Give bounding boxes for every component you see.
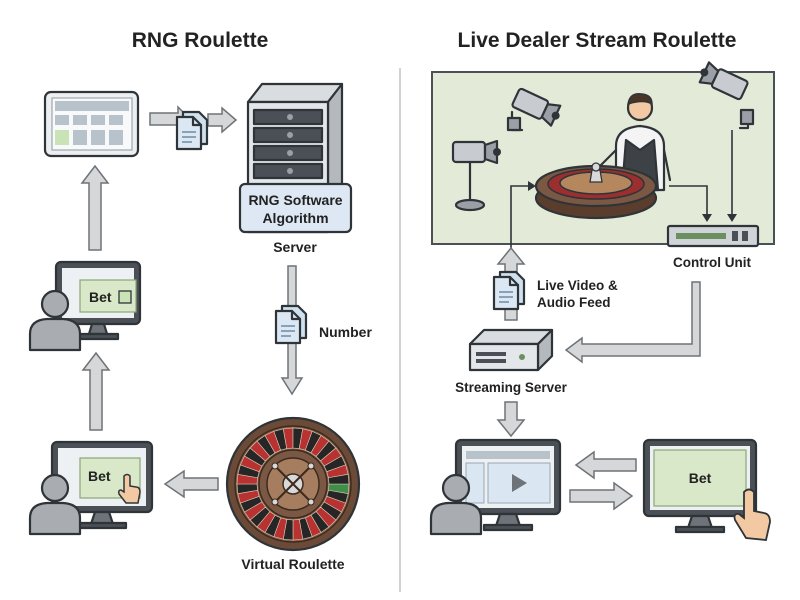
streaming-server-label: Streaming Server [455, 380, 568, 395]
number-document-icon [274, 304, 308, 345]
virtual-roulette-wheel [225, 416, 361, 552]
viewer-monitor [454, 438, 562, 532]
rng-roulette-title: RNG Roulette [132, 29, 269, 52]
camera-feed-arrowhead-b [727, 214, 737, 222]
camera-icon-top-left [506, 85, 566, 132]
number-label: Number [319, 324, 372, 340]
bet-result-arrow [574, 450, 637, 480]
control-unit-device [666, 224, 760, 248]
camera-feed-line-a [669, 185, 708, 216]
player-monitor-top: Bet [54, 260, 142, 341]
live-dealer-title: Live Dealer Stream Roulette [458, 29, 737, 52]
wheel-pocket [328, 473, 350, 485]
bet-label-live: Bet [689, 470, 712, 486]
result-arrow [163, 469, 219, 499]
feed-document-icon [492, 270, 526, 311]
player-monitor-bottom: Bet [50, 440, 154, 530]
camera-icon-tripod [451, 139, 503, 212]
request-document-icon [175, 110, 209, 151]
camera-feed-arrowhead-a [702, 214, 712, 222]
stream-up-line [510, 185, 530, 252]
bet-up-arrow-upper [80, 164, 110, 251]
feed-label-line2: Audio Feed [537, 295, 611, 310]
stream-down-arrow [496, 401, 526, 438]
stream-up-arrowhead [528, 181, 536, 191]
rng-box-line1: RNG Software [248, 192, 342, 208]
bet-monitor: Bet [642, 438, 758, 534]
control-unit-label: Control Unit [673, 255, 751, 270]
bet-send-arrow [569, 481, 634, 511]
feed-label-line1: Live Video & [537, 278, 618, 293]
pointer-hand-icon [118, 473, 141, 504]
camera-icon-top-right [694, 59, 755, 130]
rng-algorithm-box: RNG Software Algorithm [238, 182, 353, 234]
tap-hand-icon [733, 488, 771, 541]
play-icon [512, 474, 527, 492]
bet-label-top-left: Bet [89, 289, 112, 305]
server-label: Server [273, 239, 317, 255]
streaming-server-device [468, 328, 554, 372]
control-to-server-arrow [564, 281, 701, 364]
physical-roulette-wheel [534, 162, 658, 220]
bet-label-bottom-left: Bet [88, 468, 111, 484]
rng-box-line2: Algorithm [262, 210, 328, 226]
bet-up-arrow-lower [81, 351, 111, 431]
tablet-device [43, 90, 140, 158]
virtual-roulette-label: Virtual Roulette [241, 556, 344, 572]
